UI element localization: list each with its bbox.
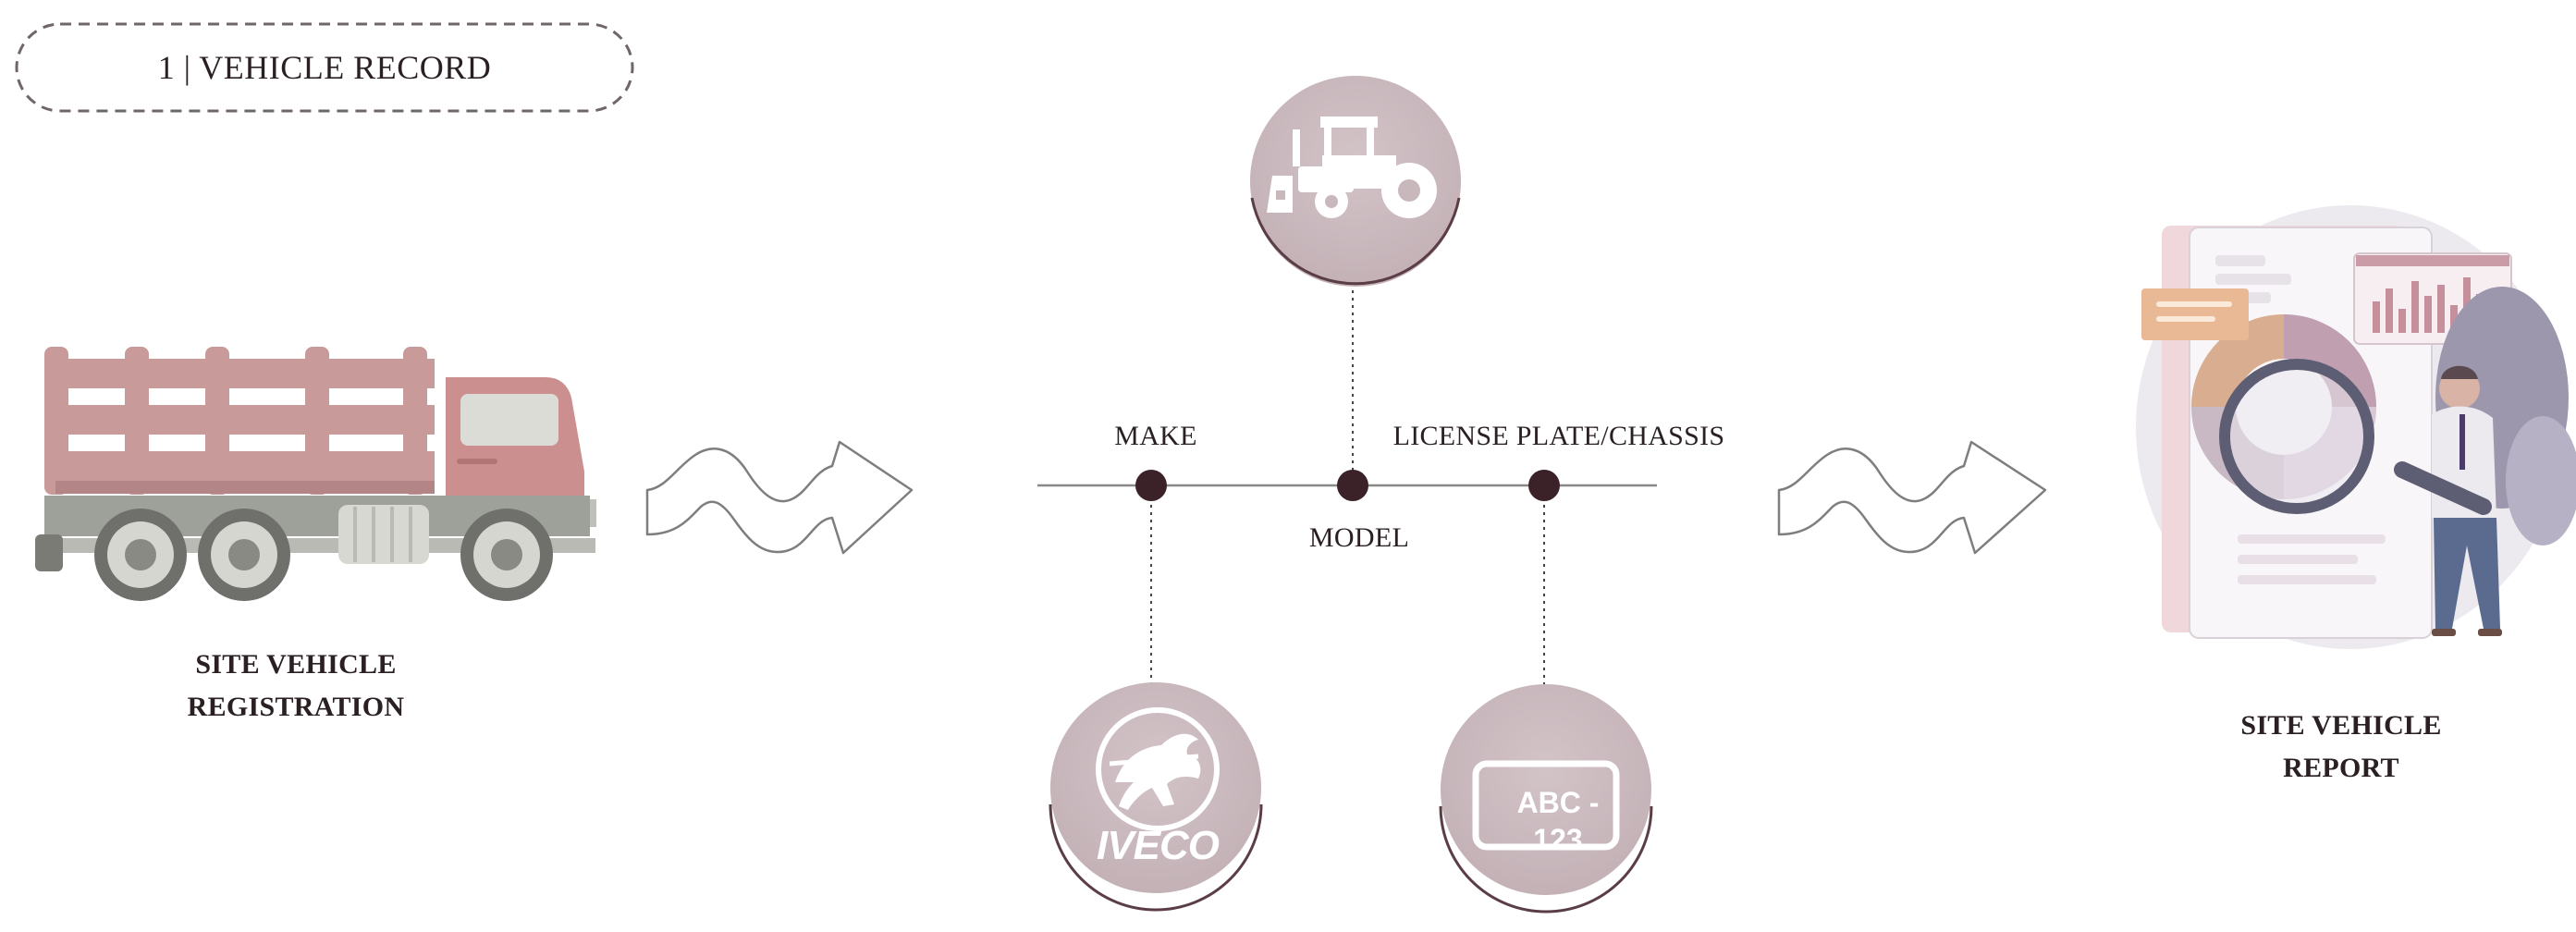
report-caption-line2: REPORT	[2283, 753, 2399, 783]
label-license-plate-chassis: LICENSE PLATE/CHASSIS	[1392, 421, 1725, 451]
report-caption: SITE VEHICLE REPORT	[2147, 705, 2535, 790]
truck-icon	[35, 347, 596, 601]
step-label-pill	[15, 22, 634, 113]
license-plate-text: ABC - 123	[1516, 786, 1600, 856]
registration-caption-line2: REGISTRATION	[187, 692, 405, 722]
iveco-logo-icon	[1096, 707, 1220, 831]
registration-caption-line1: SITE VEHICLE	[195, 649, 397, 680]
report-illustration-icon	[2136, 205, 2576, 649]
license-plate-icon	[1472, 760, 1620, 851]
label-make: MAKE	[1114, 421, 1197, 451]
step-label-text: 1 | VEHICLE RECORD	[157, 49, 492, 86]
label-model: MODEL	[1308, 522, 1410, 553]
flow-arrow-left	[645, 440, 914, 555]
make-circle	[1049, 682, 1263, 912]
plate-circle	[1439, 684, 1653, 914]
timeline-dot-plate	[1528, 470, 1560, 501]
flow-arrow-right	[1777, 440, 2047, 555]
timeline-dot-make	[1135, 470, 1167, 501]
registration-caption: SITE VEHICLE REGISTRATION	[102, 644, 490, 729]
iveco-logo-text: IVECO	[1097, 823, 1220, 868]
report-caption-line1: SITE VEHICLE	[2240, 710, 2442, 741]
timeline-dot-model	[1337, 470, 1368, 501]
tractor-icon	[1267, 116, 1437, 218]
